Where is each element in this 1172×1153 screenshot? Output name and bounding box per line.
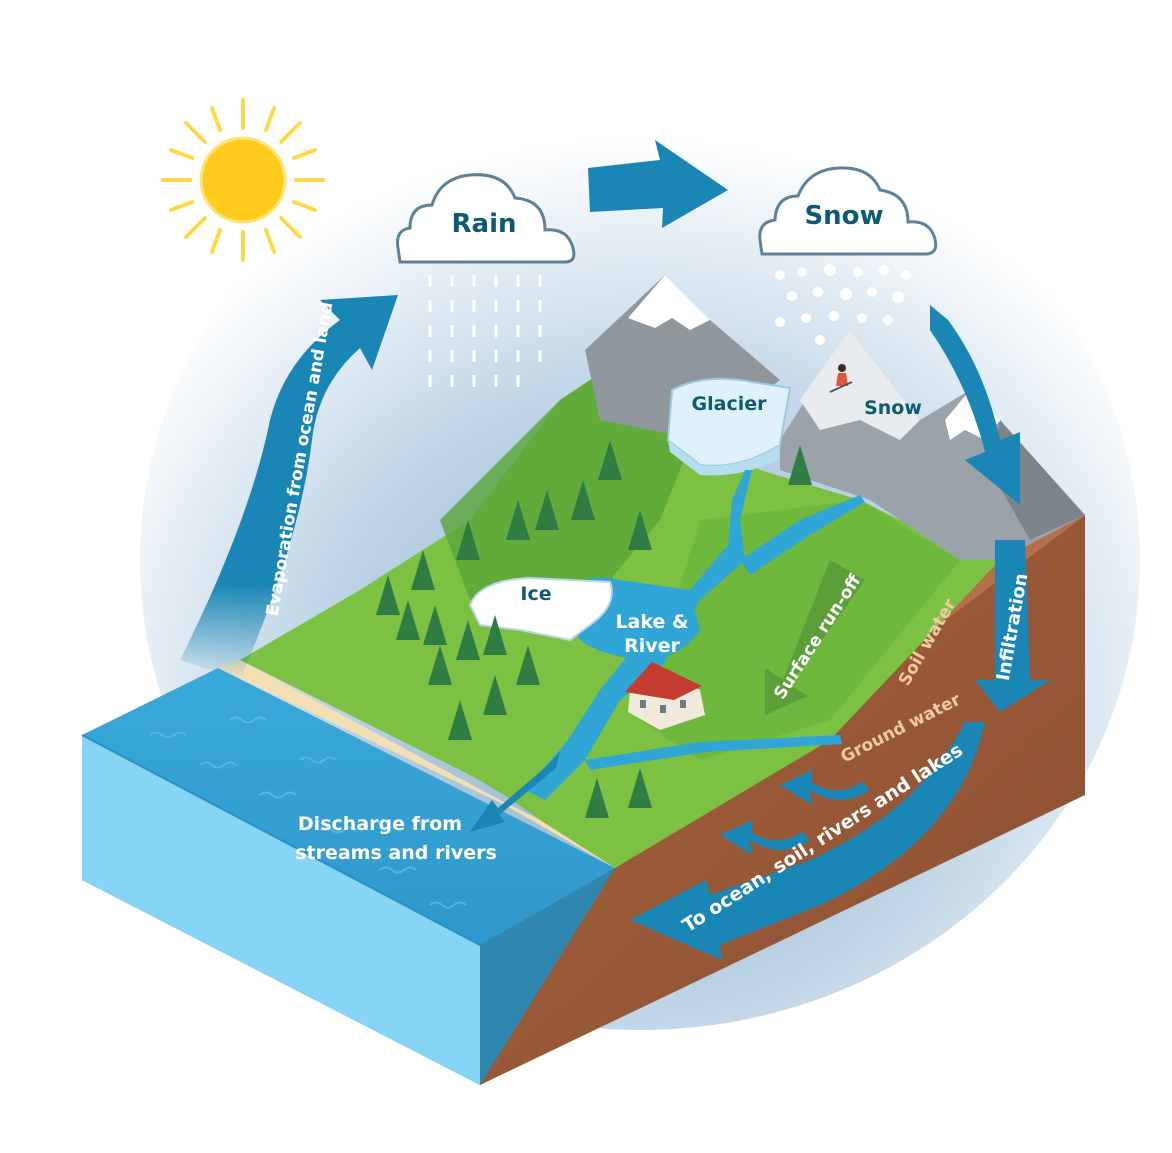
discharge-label-line2: streams and rivers bbox=[295, 842, 497, 864]
skier-icon bbox=[829, 364, 853, 393]
snowflakes bbox=[775, 264, 911, 347]
rain-drops bbox=[428, 275, 542, 387]
ice-sheet bbox=[468, 576, 613, 642]
house-icon bbox=[625, 662, 705, 730]
groundwater-arrows-icon bbox=[630, 722, 985, 960]
surface-runoff-arrow-icon bbox=[765, 560, 865, 715]
rain-label: Rain bbox=[452, 209, 517, 239]
discharge-label-line1: Discharge from bbox=[298, 813, 462, 835]
discharge-arrow-icon bbox=[470, 752, 560, 832]
lake-label-line1: Lake & bbox=[615, 611, 688, 633]
evaporation-arrow-icon bbox=[180, 295, 398, 680]
lake-label-line2: River bbox=[624, 635, 680, 657]
sun-icon bbox=[161, 98, 325, 262]
infiltration-arrow-icon bbox=[975, 540, 1050, 712]
glacier bbox=[666, 377, 792, 476]
snow-mountain-label: Snow bbox=[864, 397, 922, 419]
ice-label: Ice bbox=[520, 583, 551, 605]
rain-cloud-icon bbox=[396, 173, 576, 264]
snow-cloud-icon bbox=[758, 166, 938, 256]
snowmelt-arrow-icon bbox=[930, 305, 1020, 505]
forest bbox=[376, 440, 812, 818]
glacier-label: Glacier bbox=[692, 393, 768, 415]
snow-cloud-label: Snow bbox=[804, 201, 883, 231]
beach bbox=[218, 660, 620, 868]
wind-arrow-icon bbox=[588, 140, 728, 228]
